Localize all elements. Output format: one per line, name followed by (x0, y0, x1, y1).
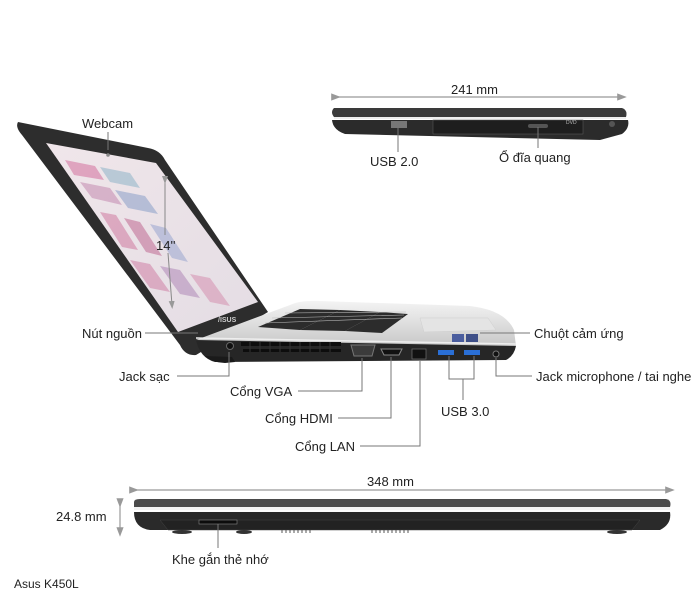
card-slot-label: Khe gắn thẻ nhớ (172, 552, 269, 567)
usb3-port-2 (464, 350, 480, 355)
lan-port (411, 348, 427, 360)
vga-port (350, 344, 376, 357)
height-dimension-label: 24.8 mm (56, 509, 107, 524)
hdmi-label: Cổng HDMI (265, 411, 333, 426)
product-name: Asus K450L (14, 577, 79, 591)
charger-jack-label: Jack sạc (119, 369, 170, 384)
usb3-port-1 (438, 350, 454, 355)
depth-dimension-label: 241 mm (451, 82, 498, 97)
card-slot (198, 519, 238, 525)
usb3-label: USB 3.0 (441, 404, 490, 419)
screen-size-label: 14'' (156, 238, 176, 253)
svg-text:DVD: DVD (566, 120, 577, 126)
webcam-label: Webcam (82, 116, 134, 131)
usb2-label: USB 2.0 (370, 154, 419, 169)
power-button-label: Nút nguồn (82, 326, 142, 341)
audio-jack-label: Jack microphone / tai nghe (536, 369, 692, 384)
webcam-dot (106, 153, 110, 157)
optical-drive-label: Ổ đĩa quang (499, 150, 571, 165)
vga-label: Cổng VGA (230, 384, 293, 399)
width-dimension-label: 348 mm (367, 474, 414, 489)
hdmi-port (380, 348, 403, 356)
lan-label: Cổng LAN (295, 439, 355, 454)
audio-port (492, 350, 500, 358)
charger-port (226, 342, 234, 350)
svg-text:/ISUS: /ISUS (218, 317, 237, 324)
touchpad-label: Chuột cảm ứng (534, 326, 624, 341)
usb2-port (391, 121, 407, 128)
